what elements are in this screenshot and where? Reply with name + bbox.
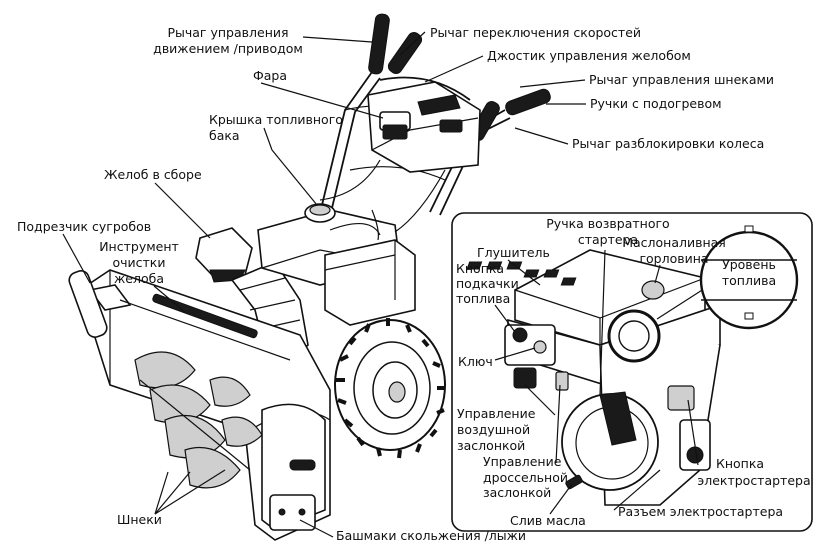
- label-auger-lever: Рычаг управления шнеками: [589, 72, 774, 87]
- label-wheel-release: Рычаг разблокировки колеса: [572, 136, 764, 151]
- label-primer-3: топлива: [456, 291, 510, 306]
- right-wheel: [334, 318, 446, 459]
- skid-shoe: [269, 494, 316, 531]
- label-choke-1: Управление: [457, 406, 536, 421]
- label-oil-fill-2: горловина: [639, 251, 708, 266]
- label-skid-shoes: Башмаки скольжения /лыжи: [336, 528, 526, 543]
- label-key: Ключ: [458, 354, 493, 369]
- label-clean-tool-2: очистки: [113, 255, 166, 270]
- engine-detail-inset: [451, 212, 813, 532]
- label-fuel-level-1: Уровень: [722, 257, 776, 272]
- label-drift-cutter: Подрезчик сугробов: [17, 219, 151, 234]
- label-fuel-cap-2: бака: [209, 128, 240, 143]
- grip-right: [470, 88, 551, 141]
- throttle-lever: [555, 371, 569, 391]
- label-fuel-level-2: топлива: [722, 273, 776, 288]
- label-choke-3: заслонкой: [457, 438, 525, 453]
- label-motion-lever-2: движением /приводом: [153, 41, 303, 56]
- label-throttle-3: заслонкой: [483, 485, 551, 500]
- control-cables: [319, 159, 446, 241]
- snowblower-illustration: [68, 13, 551, 541]
- label-primer-1: Кнопка: [456, 261, 504, 276]
- label-throttle-1: Управление: [483, 454, 562, 469]
- drift-cutter-rod: [152, 293, 258, 339]
- label-muffler: Глушитель: [477, 245, 550, 260]
- label-electric-button-2: электростартера: [697, 473, 810, 488]
- engine-block: [324, 239, 416, 326]
- dashboard-console: [367, 81, 481, 173]
- recoil-handle: [599, 391, 637, 446]
- label-choke-2: воздушной: [457, 422, 530, 437]
- label-speed-lever: Рычаг переключения скоростей: [430, 25, 641, 40]
- label-augers: Шнеки: [117, 512, 162, 527]
- label-chute-assembly: Желоб в сборе: [104, 167, 202, 182]
- label-recoil-1: Ручка возвратного: [546, 216, 669, 231]
- label-electric-button-1: Кнопка: [716, 456, 764, 471]
- label-throttle-2: дроссельной: [483, 470, 568, 485]
- labels: Рычаг управления движением /приводом Рыч…: [17, 25, 811, 543]
- muffler-vents: [466, 261, 577, 286]
- label-clean-tool-3: желоба: [114, 271, 164, 286]
- label-primer-2: подкачки: [456, 276, 519, 291]
- primer-button: [512, 327, 528, 343]
- augers: [134, 351, 263, 489]
- label-heated-grips: Ручки с подогревом: [590, 96, 722, 111]
- label-clean-tool-1: Инструмент: [99, 239, 179, 254]
- choke-knob: [513, 367, 537, 389]
- key-switch: [533, 340, 547, 354]
- label-oil-fill-1: Маслоналивная: [622, 235, 726, 250]
- control-panel: [504, 324, 556, 366]
- label-motion-lever-1: Рычаг управления: [167, 25, 288, 40]
- oil-fill-cap: [641, 280, 665, 300]
- oil-drain-plug: [565, 474, 583, 490]
- label-electric-socket: Разъем электростартера: [618, 504, 783, 519]
- grip-left: [368, 13, 423, 75]
- label-oil-drain: Слив масла: [510, 513, 586, 528]
- electric-starter-button-box: [667, 385, 695, 411]
- label-recoil-2: стартера: [578, 232, 638, 247]
- label-chute-joystick: Джостик управления желобом: [487, 48, 691, 63]
- label-fuel-cap-1: Крышка топливного: [209, 112, 343, 127]
- label-headlight: Фара: [253, 68, 287, 83]
- leader-lines: [62, 31, 699, 538]
